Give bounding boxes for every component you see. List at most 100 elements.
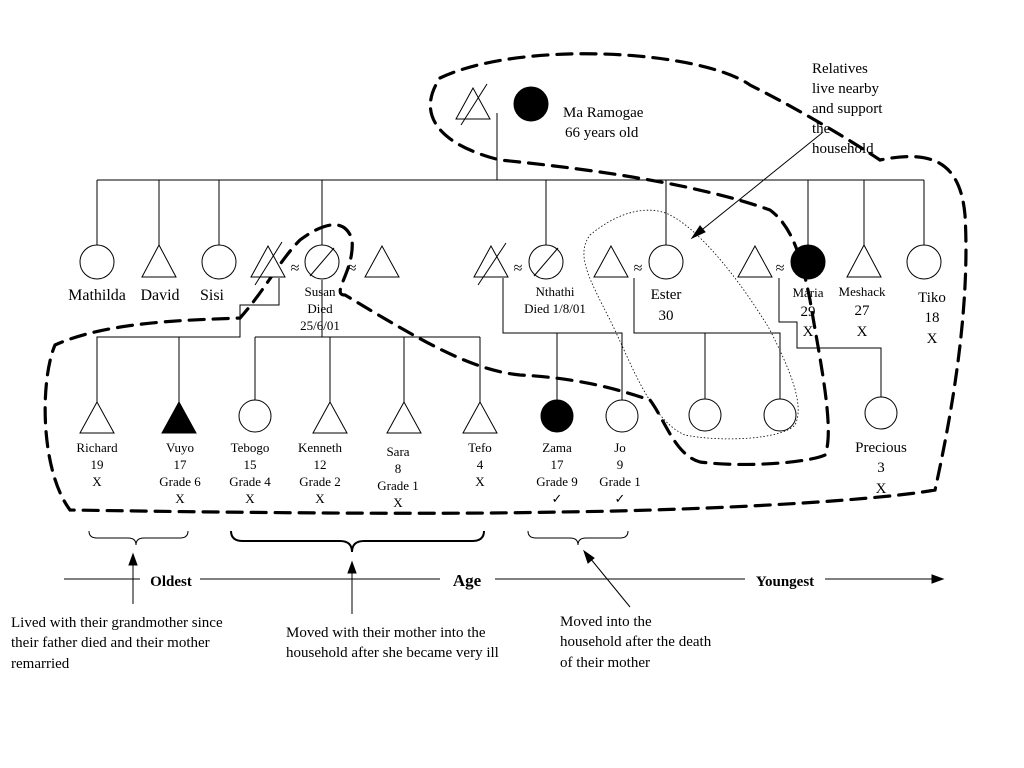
ester-symbol	[648, 244, 684, 280]
precious-symbol	[864, 396, 898, 430]
meshack-symbol	[846, 243, 882, 278]
age-axis	[64, 574, 945, 584]
svg-text:and support: and support	[812, 101, 883, 117]
caption-middle-arrow	[347, 560, 357, 614]
svg-text:X: X	[92, 474, 102, 489]
svg-text:live nearby: live nearby	[812, 81, 880, 97]
zama-symbol	[540, 399, 574, 433]
svg-text:Vuyo: Vuyo	[166, 440, 194, 455]
svg-text:Jo: Jo	[614, 440, 626, 455]
kenneth-symbol	[312, 400, 348, 434]
svg-text:the: the	[812, 121, 831, 137]
nthathi-deceased-symbol	[528, 244, 564, 280]
maria-partner-symbol	[737, 244, 773, 278]
mathilda-symbol	[79, 244, 115, 280]
tebogo-label: Tebogo 15 Grade 4 X	[229, 440, 271, 506]
ester-child-1-symbol	[688, 398, 722, 432]
svg-text:Relatives: Relatives	[812, 61, 868, 77]
svg-text:Lived with their grandmother s: Lived with their grandmother since	[11, 615, 223, 631]
family-tree-lines	[96, 113, 925, 402]
age-axis-youngest-label: Youngest	[756, 574, 814, 590]
svg-text:Sara: Sara	[386, 444, 409, 459]
svg-text:household: household	[812, 141, 874, 157]
nthathi-husband-deceased-symbol	[473, 242, 509, 286]
grandmother-age: 66 years old	[565, 125, 639, 141]
nthathi-label: Nthathi Died 1/8/01	[524, 284, 586, 316]
svg-text:X: X	[803, 324, 814, 340]
kenneth-label: Kenneth 12 Grade 2 X	[298, 440, 343, 506]
richard-label: Richard 19 X	[76, 440, 118, 489]
nthathi-marriage-symbol: ≈	[514, 260, 523, 277]
zama-label: Zama 17 Grade 9 ✓	[536, 440, 578, 506]
susan-deceased-symbol	[304, 244, 340, 280]
grandmother-name: Ma Ramogae	[563, 105, 644, 121]
svg-text:their father died and their mo: their father died and their mother	[11, 635, 210, 651]
susan-marriage-symbol-2: ≈	[348, 260, 357, 277]
svg-text:✓: ✓	[615, 491, 626, 506]
svg-text:12: 12	[314, 457, 327, 472]
household-boundary-grandmother	[43, 52, 968, 515]
svg-text:household after the death: household after the death	[560, 634, 712, 650]
svg-text:Meshack: Meshack	[839, 284, 886, 299]
sisi-symbol	[201, 244, 237, 280]
age-axis-title: Age	[453, 571, 482, 590]
svg-text:Tebogo: Tebogo	[231, 440, 270, 455]
svg-text:8: 8	[395, 461, 402, 476]
svg-text:of their mother: of their mother	[560, 655, 650, 671]
svg-text:Grade 4: Grade 4	[229, 474, 271, 489]
ester-child-2-symbol	[763, 398, 797, 432]
svg-text:Kenneth: Kenneth	[298, 440, 343, 455]
vuyo-symbol	[161, 400, 197, 434]
brace-right-group	[527, 530, 629, 546]
grandfather-deceased-symbol	[455, 83, 491, 126]
svg-text:27: 27	[855, 303, 871, 319]
maria-marriage-symbol: ≈	[776, 260, 785, 277]
vuyo-label: Vuyo 17 Grade 6 X	[159, 440, 201, 506]
caption-right-arrow	[583, 549, 631, 608]
meshack-label: Meshack 27 X	[839, 284, 886, 340]
svg-text:X: X	[393, 495, 403, 510]
caption-left-arrow	[128, 552, 138, 604]
svg-text:Moved into the: Moved into the	[560, 614, 652, 630]
richard-symbol	[79, 400, 115, 434]
tebogo-symbol	[238, 399, 272, 433]
tiko-symbol	[906, 244, 942, 280]
svg-text:30: 30	[659, 308, 674, 324]
svg-text:Precious: Precious	[855, 440, 907, 456]
svg-text:3: 3	[877, 460, 885, 476]
susan-marriage-symbol-1: ≈	[291, 260, 300, 277]
sara-symbol	[386, 400, 422, 434]
relatives-note: Relatives live nearby and support the ho…	[812, 61, 883, 157]
svg-text:X: X	[475, 474, 485, 489]
svg-text:Tiko: Tiko	[918, 290, 946, 306]
svg-text:X: X	[315, 491, 325, 506]
svg-text:remarried: remarried	[11, 656, 70, 672]
maria-symbol	[790, 244, 826, 280]
svg-text:Grade 1: Grade 1	[377, 478, 419, 493]
age-axis-oldest-label: Oldest	[150, 574, 192, 590]
grandmother-symbol	[513, 86, 549, 122]
mathilda-label: Mathilda	[68, 287, 126, 304]
svg-text:Susan: Susan	[304, 284, 336, 299]
svg-text:17: 17	[551, 457, 565, 472]
susan-label: Susan Died 25/6/01	[300, 284, 340, 333]
caption-middle: Moved with their mother into the househo…	[286, 625, 499, 661]
svg-text:19: 19	[91, 457, 104, 472]
susan-second-husband-symbol	[364, 244, 400, 278]
svg-text:X: X	[876, 481, 887, 497]
svg-text:X: X	[857, 324, 868, 340]
jo-label: Jo 9 Grade 1 ✓	[599, 440, 641, 506]
svg-text:✓: ✓	[552, 491, 563, 506]
ester-marriage-symbol: ≈	[634, 260, 643, 277]
svg-text:Grade 2: Grade 2	[299, 474, 341, 489]
svg-text:household after she became ver: household after she became very ill	[286, 645, 499, 661]
svg-text:9: 9	[617, 457, 624, 472]
svg-text:18: 18	[925, 310, 940, 326]
svg-text:X: X	[927, 331, 938, 347]
tiko-label: Tiko 18 X	[918, 290, 946, 347]
sisi-label: Sisi	[200, 287, 225, 304]
david-symbol	[141, 243, 177, 278]
brace-middle-group	[230, 530, 485, 553]
jo-symbol	[605, 399, 639, 433]
caption-right: Moved into the household after the death…	[560, 614, 712, 671]
